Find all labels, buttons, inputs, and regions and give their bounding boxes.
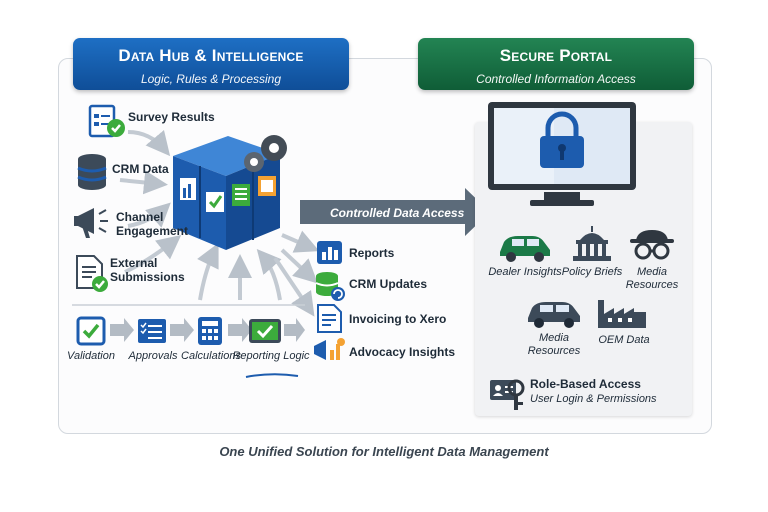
document-check-icon (76, 255, 108, 292)
output-label-crm-updates: CRM Updates (349, 277, 428, 291)
data-hub-cube (173, 136, 280, 250)
approval-list-icon (138, 319, 166, 343)
portal-subtitle: Controlled Information Access (476, 72, 636, 86)
input-label-survey: Survey Results (128, 110, 215, 124)
output-label-invoicing: Invoicing to Xero (349, 312, 447, 326)
car-icon (500, 236, 550, 262)
audience-label-media-2: Media Resources (527, 332, 581, 357)
spy-icon (630, 230, 674, 260)
capitol-icon (573, 226, 611, 261)
database-icon (77, 154, 107, 190)
output-label-reports: Reports (349, 246, 395, 260)
footer-tagline: One Unified Solution for Intelligent Dat… (219, 444, 549, 459)
gears-icon (244, 135, 287, 172)
car-icon (528, 302, 580, 328)
input-label-channel: Channel Engagement (116, 210, 189, 238)
audience-label-oem: OEM Data (598, 334, 650, 346)
megaphone-icon (74, 208, 108, 238)
audience-label-policy: Policy Briefs (561, 266, 623, 278)
hub-header: Data Hub & Intelligence Logic, Rules & P… (73, 38, 349, 90)
input-label-crm: CRM Data (112, 162, 169, 176)
input-label-external: External Submissions (110, 256, 185, 284)
output-label-advocacy: Advocacy Insights (349, 345, 456, 359)
process-label-calculations: Calculations (181, 350, 241, 362)
id-key-icon (490, 379, 525, 410)
portal-header: Secure Portal Controlled Information Acc… (418, 38, 694, 90)
hub-title: Data Hub & Intelligence (118, 46, 304, 65)
database-sync-icon (315, 272, 345, 301)
hub-subtitle: Logic, Rules & Processing (140, 72, 282, 86)
audience-label-dealer: Dealer Insights (488, 266, 562, 278)
audience-label-media-1: Media Resources (625, 266, 679, 291)
underline-swoosh (245, 373, 299, 378)
calculator-icon (198, 317, 222, 345)
bar-chart-icon (317, 241, 342, 264)
monitor-lock-icon (488, 102, 636, 206)
process-label-approvals: Approvals (128, 350, 178, 362)
controlled-access-label: Controlled Data Access (330, 206, 465, 220)
checkbox-icon (76, 316, 106, 346)
clipboard-check-icon (88, 104, 125, 138)
invoice-icon (317, 304, 342, 333)
access-subtitle: User Login & Permissions (530, 393, 657, 405)
megaphone-chart-icon (314, 338, 345, 360)
process-label-validation: Validation (67, 350, 115, 362)
access-title: Role-Based Access (530, 377, 641, 391)
check-screen-icon (249, 319, 281, 343)
factory-icon (598, 300, 646, 328)
portal-title: Secure Portal (499, 46, 613, 65)
process-label-reporting: Reporting Logic (232, 350, 310, 362)
